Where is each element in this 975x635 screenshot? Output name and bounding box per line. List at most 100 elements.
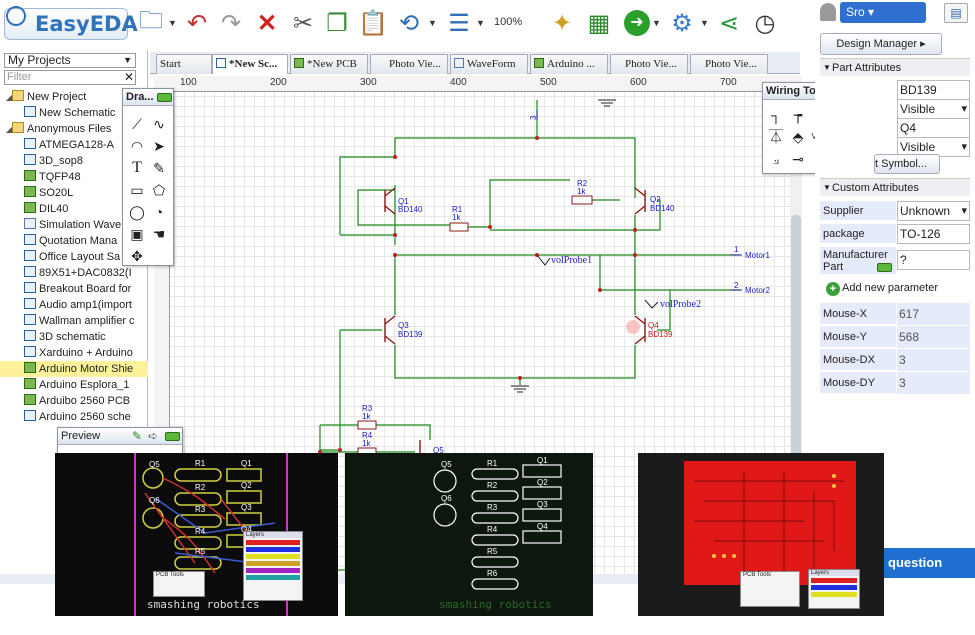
clear-filter-icon[interactable]: ✕ [124,70,135,84]
tab-start[interactable]: Start [156,54,212,74]
ellipse-icon[interactable]: ◯ [129,204,145,220]
tree-item[interactable]: Breakout Board for [0,281,148,297]
settings-icon[interactable]: ⚙ [671,9,693,37]
rectangle-icon[interactable]: ▭ [130,182,144,198]
edit-icon[interactable]: ✎ [132,429,143,443]
delete-icon[interactable]: ✕ [256,9,278,37]
bezier-icon[interactable]: ∿ [153,116,165,132]
package-input[interactable]: TO-126 [897,224,970,244]
manufacturer-part-input[interactable]: ? [897,250,970,270]
tree-item[interactable]: New Schematic [0,105,148,121]
part-name-visibility-select[interactable]: Visible [897,99,970,119]
tab-waveform[interactable]: WaveForm [450,54,528,74]
freehand-icon[interactable]: ✎ [153,160,165,176]
tree-item[interactable]: 89X51+DAC0832(I [0,265,148,281]
tree-item[interactable]: Office Layout Sa [0,249,148,265]
tree-item[interactable]: Arduino Esplora_1 [0,377,148,393]
tree-item[interactable]: SO20L [0,185,148,201]
bus-icon[interactable]: ┮ [793,107,803,123]
share-icon[interactable]: ⋖ [718,9,740,37]
filter-input[interactable]: Filter [4,70,136,85]
design-manager-button[interactable]: Design Manager ▸ [820,33,942,55]
tree-item[interactable]: ◢ Anonymous Files [0,121,148,137]
toggle-icon[interactable] [877,263,892,272]
tree-item[interactable]: Wallman amplifier c [0,313,148,329]
tree-item[interactable]: 3D schematic [0,329,148,345]
tree-item[interactable]: Arduibo 2560 PCB [0,393,148,409]
undo-icon[interactable]: ↶ [186,9,208,37]
tree-item[interactable]: Quotation Mana [0,233,148,249]
rotate-icon[interactable]: ⟲ [398,9,420,37]
canvas-origin-icon[interactable]: ✥ [131,248,143,264]
tree-item[interactable]: Audio amp1(import [0,297,148,313]
tree-item[interactable]: DIL40 [0,201,148,217]
part-name-input[interactable]: BD139 [897,80,970,100]
wire-icon[interactable]: ┐ [771,107,781,123]
align-icon[interactable]: ☰ [448,9,470,37]
net-port-icon[interactable]: ⬘ [792,129,804,145]
toggle-icon[interactable] [165,432,180,441]
run-simulation-icon[interactable]: ➜ [620,6,654,40]
image-icon[interactable]: ▣ [130,226,144,242]
wand-icon[interactable]: ✦ [551,9,573,37]
tab-new-schematic[interactable]: *New Sc... [212,54,288,74]
chevron-down-icon[interactable]: ▼ [652,18,661,28]
preview-title[interactable]: Preview [58,428,182,445]
copy-icon[interactable]: ❐ [326,9,348,37]
polyline-icon[interactable]: ⟋ [132,116,142,132]
question-button[interactable]: question [870,548,975,578]
forward-icon[interactable]: ➪ [148,429,159,443]
tree-item[interactable]: 3D_sop8 [0,153,148,169]
polygon-icon[interactable]: ⬠ [152,182,166,198]
tree-item[interactable]: Arduino 2560 sche [0,409,148,425]
edit-symbol-button[interactable]: t Symbol... [874,154,940,174]
tree-item[interactable]: TQFP48 [0,169,148,185]
layers-panel[interactable]: Layers [243,531,303,601]
tree-item[interactable]: Xarduino + Arduino [0,345,148,361]
tree-item[interactable]: ◢ New Project [0,89,148,105]
custom-attributes-header[interactable]: ▼Custom Attributes [820,178,970,196]
cut-icon[interactable]: ✂ [292,9,314,37]
add-icon[interactable]: + [826,282,840,296]
tree-item[interactable]: Arduino Motor Shie [0,361,148,377]
hand-icon[interactable]: ☚ [152,226,166,242]
tree-item[interactable]: ATMEGA128-A [0,137,148,153]
supplier-select[interactable]: Unknown [897,201,970,221]
tab-arduino[interactable]: Arduino ... [530,54,608,74]
layers-panel[interactable]: Layers [808,569,860,609]
project-select[interactable]: My Projects▼ [4,53,136,68]
text-icon[interactable]: T [132,159,142,176]
tree-item[interactable]: Simulation Wave [0,217,148,233]
tab-photo-view-1[interactable]: Photo Vie... [370,54,448,74]
pcb-tools-panel[interactable]: PCB Tools [740,571,800,607]
paste-icon[interactable]: 📋 [358,9,388,37]
redo-icon[interactable]: ↷ [220,9,242,37]
toggle-icon[interactable] [157,93,172,102]
tab-photo-view-2[interactable]: Photo Vie... [610,54,688,74]
open-icon[interactable]: 🗀 [139,6,163,34]
zoom-level[interactable]: 100% [494,16,523,28]
pie-icon[interactable]: ◔ [154,204,164,220]
history-icon[interactable]: ◷ [754,9,776,37]
pcb-tools-panel[interactable]: PCB Tools [153,571,205,597]
net-flag-icon[interactable]: ⏄ [769,129,783,145]
convert-to-pcb-icon[interactable]: ▦ [587,9,611,37]
part-attributes-header[interactable]: ▼Part Attributes [820,58,970,76]
vertical-scroll-thumb[interactable] [791,215,801,545]
chevron-down-icon[interactable]: ▼ [700,18,709,28]
tab-new-pcb[interactable]: *New PCB [290,54,368,74]
add-parameter-link[interactable]: Add new parameter [842,282,938,294]
arc-icon[interactable]: ◠ [130,138,144,154]
tab-photo-view-3[interactable]: Photo Vie... [690,54,768,74]
chevron-down-icon[interactable]: ▼ [476,18,485,28]
expand-icon[interactable]: ◢ [5,125,12,134]
user-menu-button[interactable]: Sro ▾ [840,2,926,23]
chevron-down-icon[interactable]: ▼ [428,18,437,28]
main-menu-icon[interactable]: ▤ [944,3,968,23]
arrowhead-icon[interactable]: ➤ [153,138,165,154]
expand-icon[interactable]: ◢ [5,93,12,102]
chevron-down-icon[interactable]: ▼ [168,18,177,28]
prefix-input[interactable]: Q4 [897,118,970,138]
pin-icon[interactable]: ⊸ [792,151,804,167]
probe-icon[interactable]: ⟓ [772,151,780,167]
